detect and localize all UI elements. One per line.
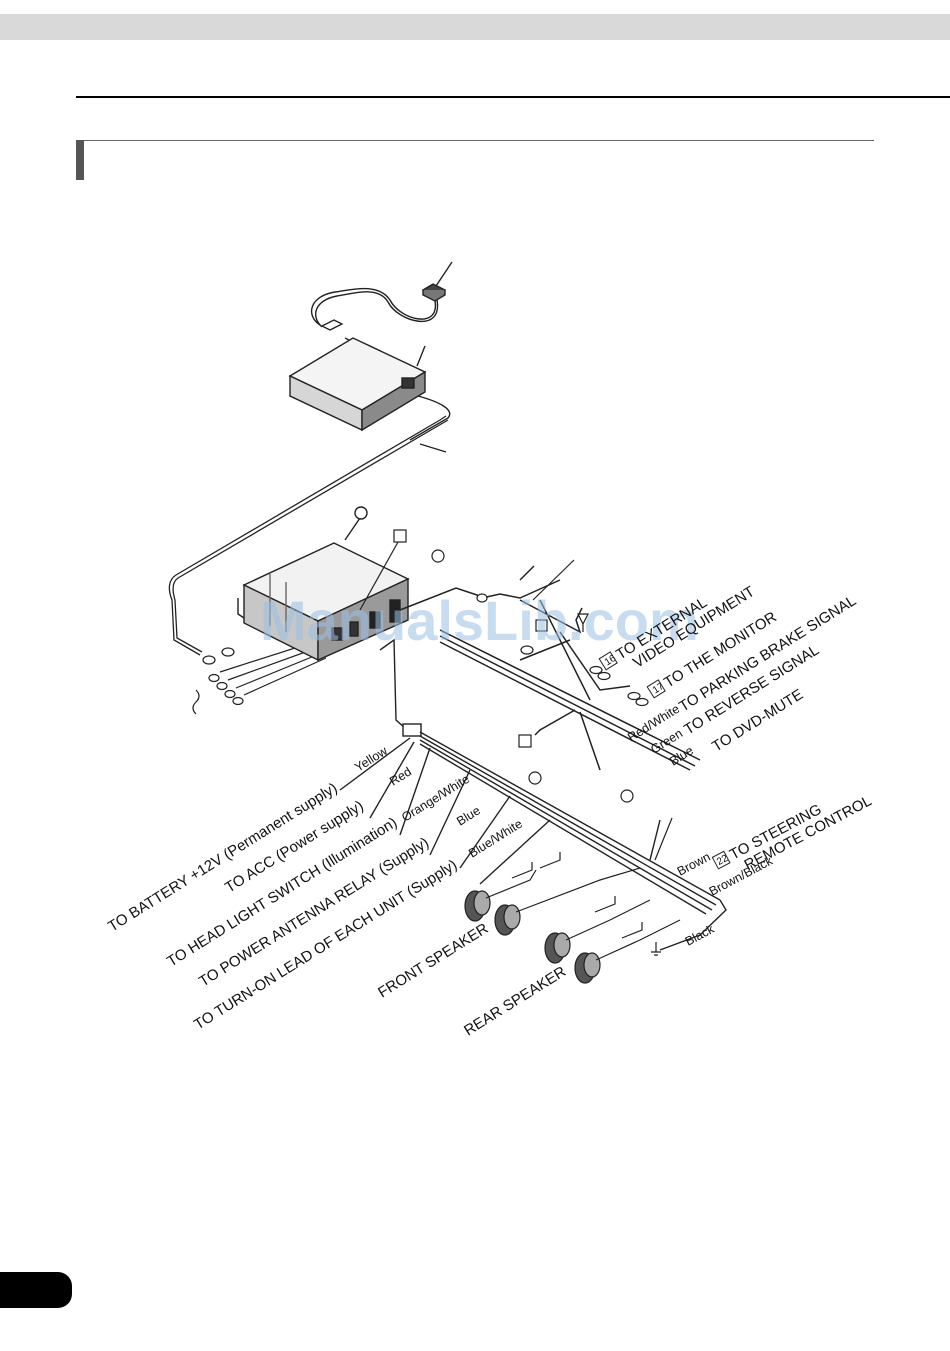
wire-blue-white: Blue/White (466, 817, 525, 861)
label-front-speaker: FRONT SPEAKER (375, 920, 491, 1001)
header-rule (76, 96, 950, 98)
main-unit (237, 506, 410, 662)
wire-red: Red (387, 764, 414, 788)
rear-speaker-right (574, 919, 681, 984)
front-speaker-right (494, 867, 641, 936)
harness-right (399, 565, 701, 771)
gps-antenna (310, 261, 453, 328)
antenna-symbol (577, 613, 589, 632)
left-labels: TO BATTERY +12V (Permanent supply) TO AC… (105, 743, 569, 1039)
page-number-tab (0, 1272, 72, 1308)
front-speaker-left (464, 869, 537, 922)
speakers (464, 852, 681, 984)
rca-connectors-right (476, 593, 649, 707)
watermark: ManualsLib.com (260, 589, 699, 652)
label-rear-speaker: REAR SPEAKER (461, 963, 569, 1039)
callout-markers (359, 529, 634, 803)
section-line (84, 140, 874, 141)
section-title-bar (76, 140, 874, 180)
wire-black: Black (683, 922, 717, 949)
steering-labels: 22 TO STEERING REMOTE CONTROL Brown Brow… (675, 792, 875, 949)
tuner-box (288, 337, 451, 441)
wire-blue: Blue (454, 803, 483, 828)
label-headlight: TO HEAD LIGHT SWITCH (Illumination) (164, 814, 400, 970)
rear-speaker-left (544, 899, 651, 964)
steering-num: 22 (715, 853, 730, 868)
power-harness (339, 638, 727, 951)
rca-plugs-left (192, 639, 327, 715)
section-accent (76, 140, 84, 180)
wire-yellow: Yellow (352, 743, 390, 774)
leader-lines (532, 559, 673, 861)
header-band (0, 14, 950, 40)
video-cable (168, 415, 449, 656)
wire-brown: Brown (675, 850, 713, 879)
